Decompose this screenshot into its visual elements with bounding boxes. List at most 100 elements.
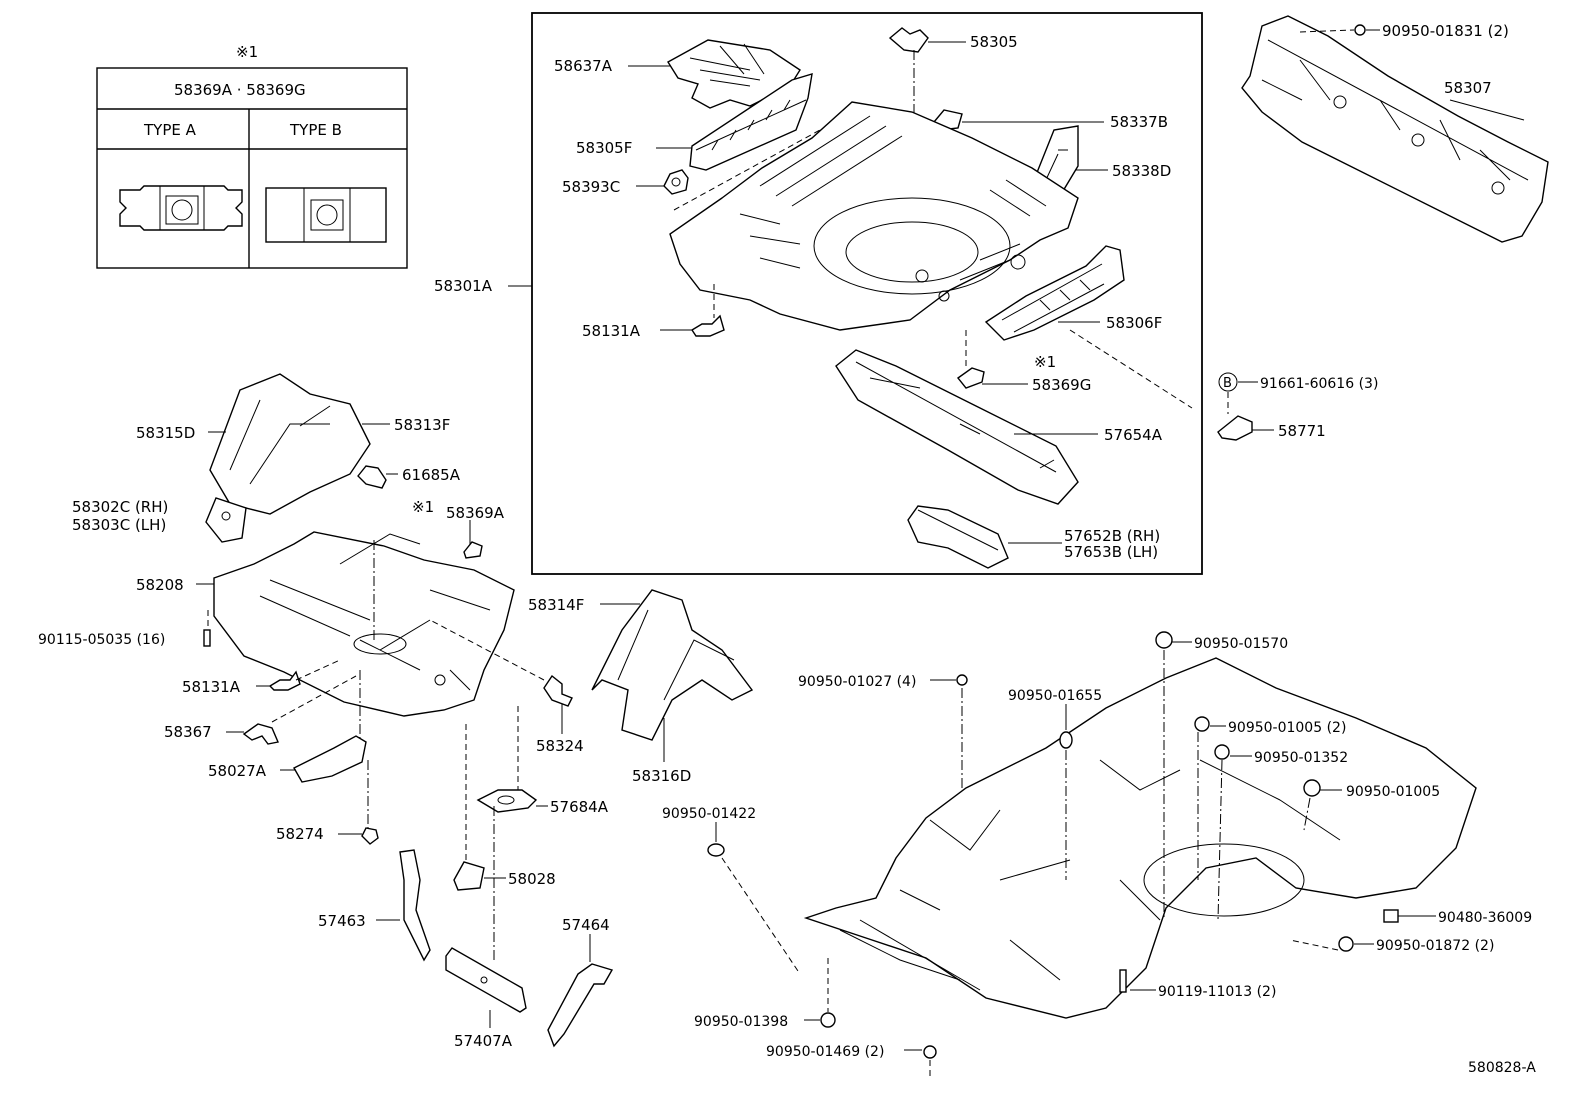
part-58131A-mid [268,670,301,691]
part-58301A-floor-pan [669,101,1079,331]
label-58208: 58208 [136,576,184,594]
label-58393C: 58393C [562,178,620,196]
part-58307 [1241,15,1549,243]
part-57463 [399,849,431,962]
label-58367: 58367 [164,723,212,741]
bolt-mark: B [1223,376,1232,391]
label-90950-01570: 90950-01570 [1194,636,1288,652]
part-58131A-top [691,314,725,337]
part-58305F [689,73,813,171]
part-58315D [209,373,371,515]
part-58302C [205,497,247,543]
part-57407A [445,947,527,1013]
part-floor-assembly [803,657,1477,1019]
part-90115-05035 [203,629,211,647]
label-90480-36009: 90480-36009 [1438,910,1532,926]
label-58303C: 58303C (LH) [72,516,166,534]
plug-90950-01398 [820,1012,836,1028]
plug-90950-01469 [923,1045,937,1059]
label-58306F: 58306F [1106,314,1162,332]
label-57463: 57463 [318,912,366,930]
label-58338D: 58338D [1112,162,1171,180]
label-58369A: 58369A [446,504,505,522]
label-58305F: 58305F [576,139,632,157]
part-58274 [361,827,379,845]
label-57653B: 57653B (LH) [1064,543,1158,561]
plug-90950-01655 [1059,731,1073,749]
part-58637A [667,39,801,109]
plug-90950-01872 [1338,936,1354,952]
part-57652B [907,505,1009,569]
label-90950-01005-2: 90950-01005 (2) [1228,720,1346,736]
label-90950-01469: 90950-01469 (2) [766,1044,884,1060]
label-58637A: 58637A [554,57,613,75]
label-58305: 58305 [970,33,1018,51]
part-58369A [463,541,483,559]
label-58337B: 58337B [1110,113,1168,131]
label-58131A-top: 58131A [582,322,641,340]
label-58274: 58274 [276,825,324,843]
label-90119-11013: 90119-11013 (2) [1158,984,1276,1000]
label-57654A: 57654A [1104,426,1163,444]
label-58131A-mid: 58131A [182,678,241,696]
table-mark: ※1 [236,43,258,61]
part-90950-01831 [1354,24,1366,36]
label-90950-01027: 90950-01027 (4) [798,674,916,690]
type-table: ※1 58369A · 58369G TYPE A TYPE B [96,43,408,269]
part-57654A [835,349,1079,505]
part-57464 [547,963,614,1048]
table-type-a: TYPE A [143,121,197,139]
table-type-b: TYPE B [289,121,342,139]
label-mark-58369G: ※1 [1034,353,1056,371]
part-61685A [357,465,387,489]
label-57464: 57464 [562,916,610,934]
part-57684A [476,789,538,813]
label-58027A: 58027A [208,762,267,780]
part-58367 [242,723,279,745]
type-a-nut-plate [119,185,243,231]
bolt-90119-11013 [1119,969,1127,993]
label-90950-01005: 90950-01005 [1346,784,1440,800]
label-90950-01872: 90950-01872 (2) [1376,938,1494,954]
bolt-mark-circle [1218,372,1238,392]
label-58307: 58307 [1444,79,1492,97]
label-90950-01398: 90950-01398 [694,1014,788,1030]
table-header: 58369A · 58369G [174,81,306,99]
label-58771: 58771 [1278,422,1326,440]
floor-pan-group-box [531,12,1203,575]
label-90950-01352: 90950-01352 [1254,750,1348,766]
grommet-90950-01422 [707,843,725,857]
part-58305 [888,27,929,53]
label-90950-01655: 90950-01655 [1008,688,1102,704]
figure-id: 580828-A [1468,1060,1536,1076]
part-58028 [453,861,485,891]
plug-90950-01005-2 [1194,716,1210,732]
label-58316D: 58316D [632,767,691,785]
part-58306F [984,245,1125,341]
label-57652B: 57652B (RH) [1064,527,1160,545]
label-58324: 58324 [536,737,584,755]
part-58324 [543,674,573,707]
label-57407A: 57407A [454,1032,513,1050]
label-90950-01422: 90950-01422 [662,806,756,822]
plug-90950-01005 [1303,779,1321,797]
label-61685A: 61685A [402,466,461,484]
label-58315D: 58315D [136,424,195,442]
part-58771 [1217,415,1253,441]
part-58393C [663,169,689,195]
part-58369G [956,367,985,389]
part-58314F [591,589,754,741]
part-58208 [213,531,515,717]
label-90950-01831: 90950-01831 (2) [1382,22,1509,40]
label-58314F: 58314F [528,596,584,614]
part-58027A [293,735,367,783]
label-58313F: 58313F [394,416,450,434]
label-58028: 58028 [508,870,556,888]
label-57684A: 57684A [550,798,609,816]
plug-90950-01352 [1214,744,1230,760]
label-mark-58369A: ※1 [412,498,434,516]
label-58369G: 58369G [1032,376,1091,394]
label-58301A: 58301A [434,277,493,295]
label-90115-05035: 90115-05035 (16) [38,632,165,648]
